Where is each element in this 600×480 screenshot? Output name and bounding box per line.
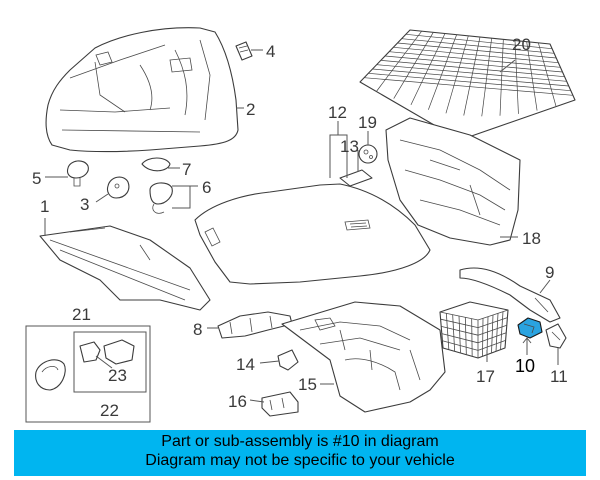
cargo-net-mesh-line — [393, 46, 559, 64]
info-banner: Part or sub-assembly is #10 in diagram D… — [14, 430, 586, 476]
callout-20: 20 — [512, 35, 531, 54]
basket-grid-line — [495, 313, 499, 352]
basket-grid-line — [482, 318, 484, 357]
part-16-bracket[interactable] — [261, 391, 299, 417]
callout-17: 17 — [476, 367, 495, 386]
basket-grid-line — [452, 314, 456, 352]
basket-grid-line — [441, 333, 479, 344]
callout-8: 8 — [193, 320, 202, 339]
basket-grid-line — [491, 314, 494, 354]
box-21-sub-assembly — [25, 325, 151, 423]
cargo-net-mesh-line — [401, 38, 555, 54]
basket-grid-line — [477, 340, 506, 351]
cargo-net-mesh-line — [428, 34, 457, 110]
part-1-floor-side-panel[interactable] — [39, 225, 211, 311]
part-19-cap[interactable] — [358, 144, 378, 164]
cargo-net-mesh-line — [372, 68, 569, 87]
callout-14: 14 — [236, 355, 255, 374]
part-18-rear-trim-panel[interactable] — [385, 117, 521, 246]
part-7-hook-cover[interactable] — [141, 157, 171, 172]
part-23-lamp-socket[interactable] — [79, 339, 135, 365]
callout-4: 4 — [266, 42, 275, 61]
basket-grid-line — [440, 318, 479, 328]
part-15-storage-tray[interactable] — [281, 301, 446, 413]
cargo-net-mesh-line — [380, 59, 565, 78]
basket-grid-line — [471, 318, 473, 357]
cargo-net-mesh-line — [397, 42, 557, 59]
part-10-highlighted[interactable] — [517, 317, 543, 339]
basket-grid-line — [464, 317, 467, 355]
callout-3: 3 — [80, 195, 89, 214]
part-9-trim-strip[interactable] — [459, 267, 561, 323]
banner-line-part-number: Part or sub-assembly is #10 in diagram — [161, 433, 439, 450]
part-21-lamp-lens[interactable] — [35, 359, 66, 391]
callout-6: 6 — [202, 178, 211, 197]
parts-diagram: 1 2 3 4 5 6 7 8 9 10 11 12 13 14 15 16 1… — [25, 27, 576, 423]
callout-23: 23 — [108, 366, 127, 385]
part-13-handle[interactable] — [339, 169, 373, 187]
cargo-net-mesh-line — [526, 41, 538, 111]
cargo-net-mesh-line — [364, 77, 573, 96]
callout-10: 10 — [515, 356, 535, 376]
callout-labels: 1 2 3 4 5 6 7 8 9 10 11 12 13 14 15 16 1… — [32, 35, 568, 420]
part-11-cap[interactable] — [545, 323, 567, 349]
part-4-clip[interactable] — [235, 41, 253, 61]
part-3-cover[interactable] — [106, 176, 130, 199]
basket-grid-line — [445, 313, 450, 350]
cargo-net-mesh-line — [481, 38, 493, 117]
callout-19: 19 — [358, 113, 377, 132]
callout-15: 15 — [298, 375, 317, 394]
callout-7: 7 — [182, 160, 191, 179]
part-17-storage-basket[interactable] — [439, 301, 509, 359]
cargo-net-mesh-line — [384, 55, 563, 73]
callout-2: 2 — [246, 100, 255, 119]
cargo-net-mesh-line — [445, 35, 469, 114]
cargo-net-mesh-line — [405, 33, 553, 50]
cargo-net-mesh-line — [389, 51, 561, 68]
leader-lines — [44, 49, 559, 403]
part-14-clip[interactable] — [277, 349, 299, 371]
cargo-net-mesh-line — [376, 30, 422, 92]
part-20-cargo-net[interactable] — [359, 29, 576, 141]
cargo-net-mesh-line — [376, 64, 567, 82]
callout-1: 1 — [40, 197, 49, 216]
cargo-net-mesh-line — [463, 36, 481, 116]
cargo-net-mesh-line — [537, 42, 557, 107]
basket-grid-line — [441, 326, 479, 336]
basket-grid-line — [442, 340, 479, 351]
part-6-tie-down-hook[interactable] — [149, 182, 173, 214]
callout-16: 16 — [228, 392, 247, 411]
cargo-net-mesh-line — [368, 72, 571, 92]
part-12-floor-mat[interactable] — [194, 183, 431, 285]
basket-grid-line — [477, 332, 507, 344]
basket-grid-line — [477, 317, 508, 328]
cargo-net-mesh-line — [499, 39, 504, 116]
basket-grid-line — [500, 311, 504, 350]
callout-5: 5 — [32, 169, 41, 188]
callout-9: 9 — [545, 263, 554, 282]
callout-18: 18 — [522, 229, 541, 248]
cargo-net-mesh-line — [393, 32, 434, 99]
callout-11: 11 — [550, 367, 568, 386]
callout-13: 13 — [340, 137, 359, 156]
banner-line-disclaimer: Diagram may not be specific to your vehi… — [145, 452, 455, 469]
callout-21: 21 — [72, 305, 91, 324]
callout-12: 12 — [328, 103, 347, 122]
part-2-side-trim-panel[interactable] — [45, 27, 239, 153]
box-22-sub-assembly — [73, 331, 147, 393]
basket-grid-line — [458, 315, 461, 354]
part-5-retainer[interactable] — [66, 160, 89, 187]
cargo-net-mesh-line — [514, 40, 519, 114]
basket-grid-line — [477, 324, 507, 336]
part-8-bracket[interactable] — [217, 311, 293, 339]
basket-grid-line — [486, 316, 489, 355]
callout-22: 22 — [100, 401, 119, 420]
